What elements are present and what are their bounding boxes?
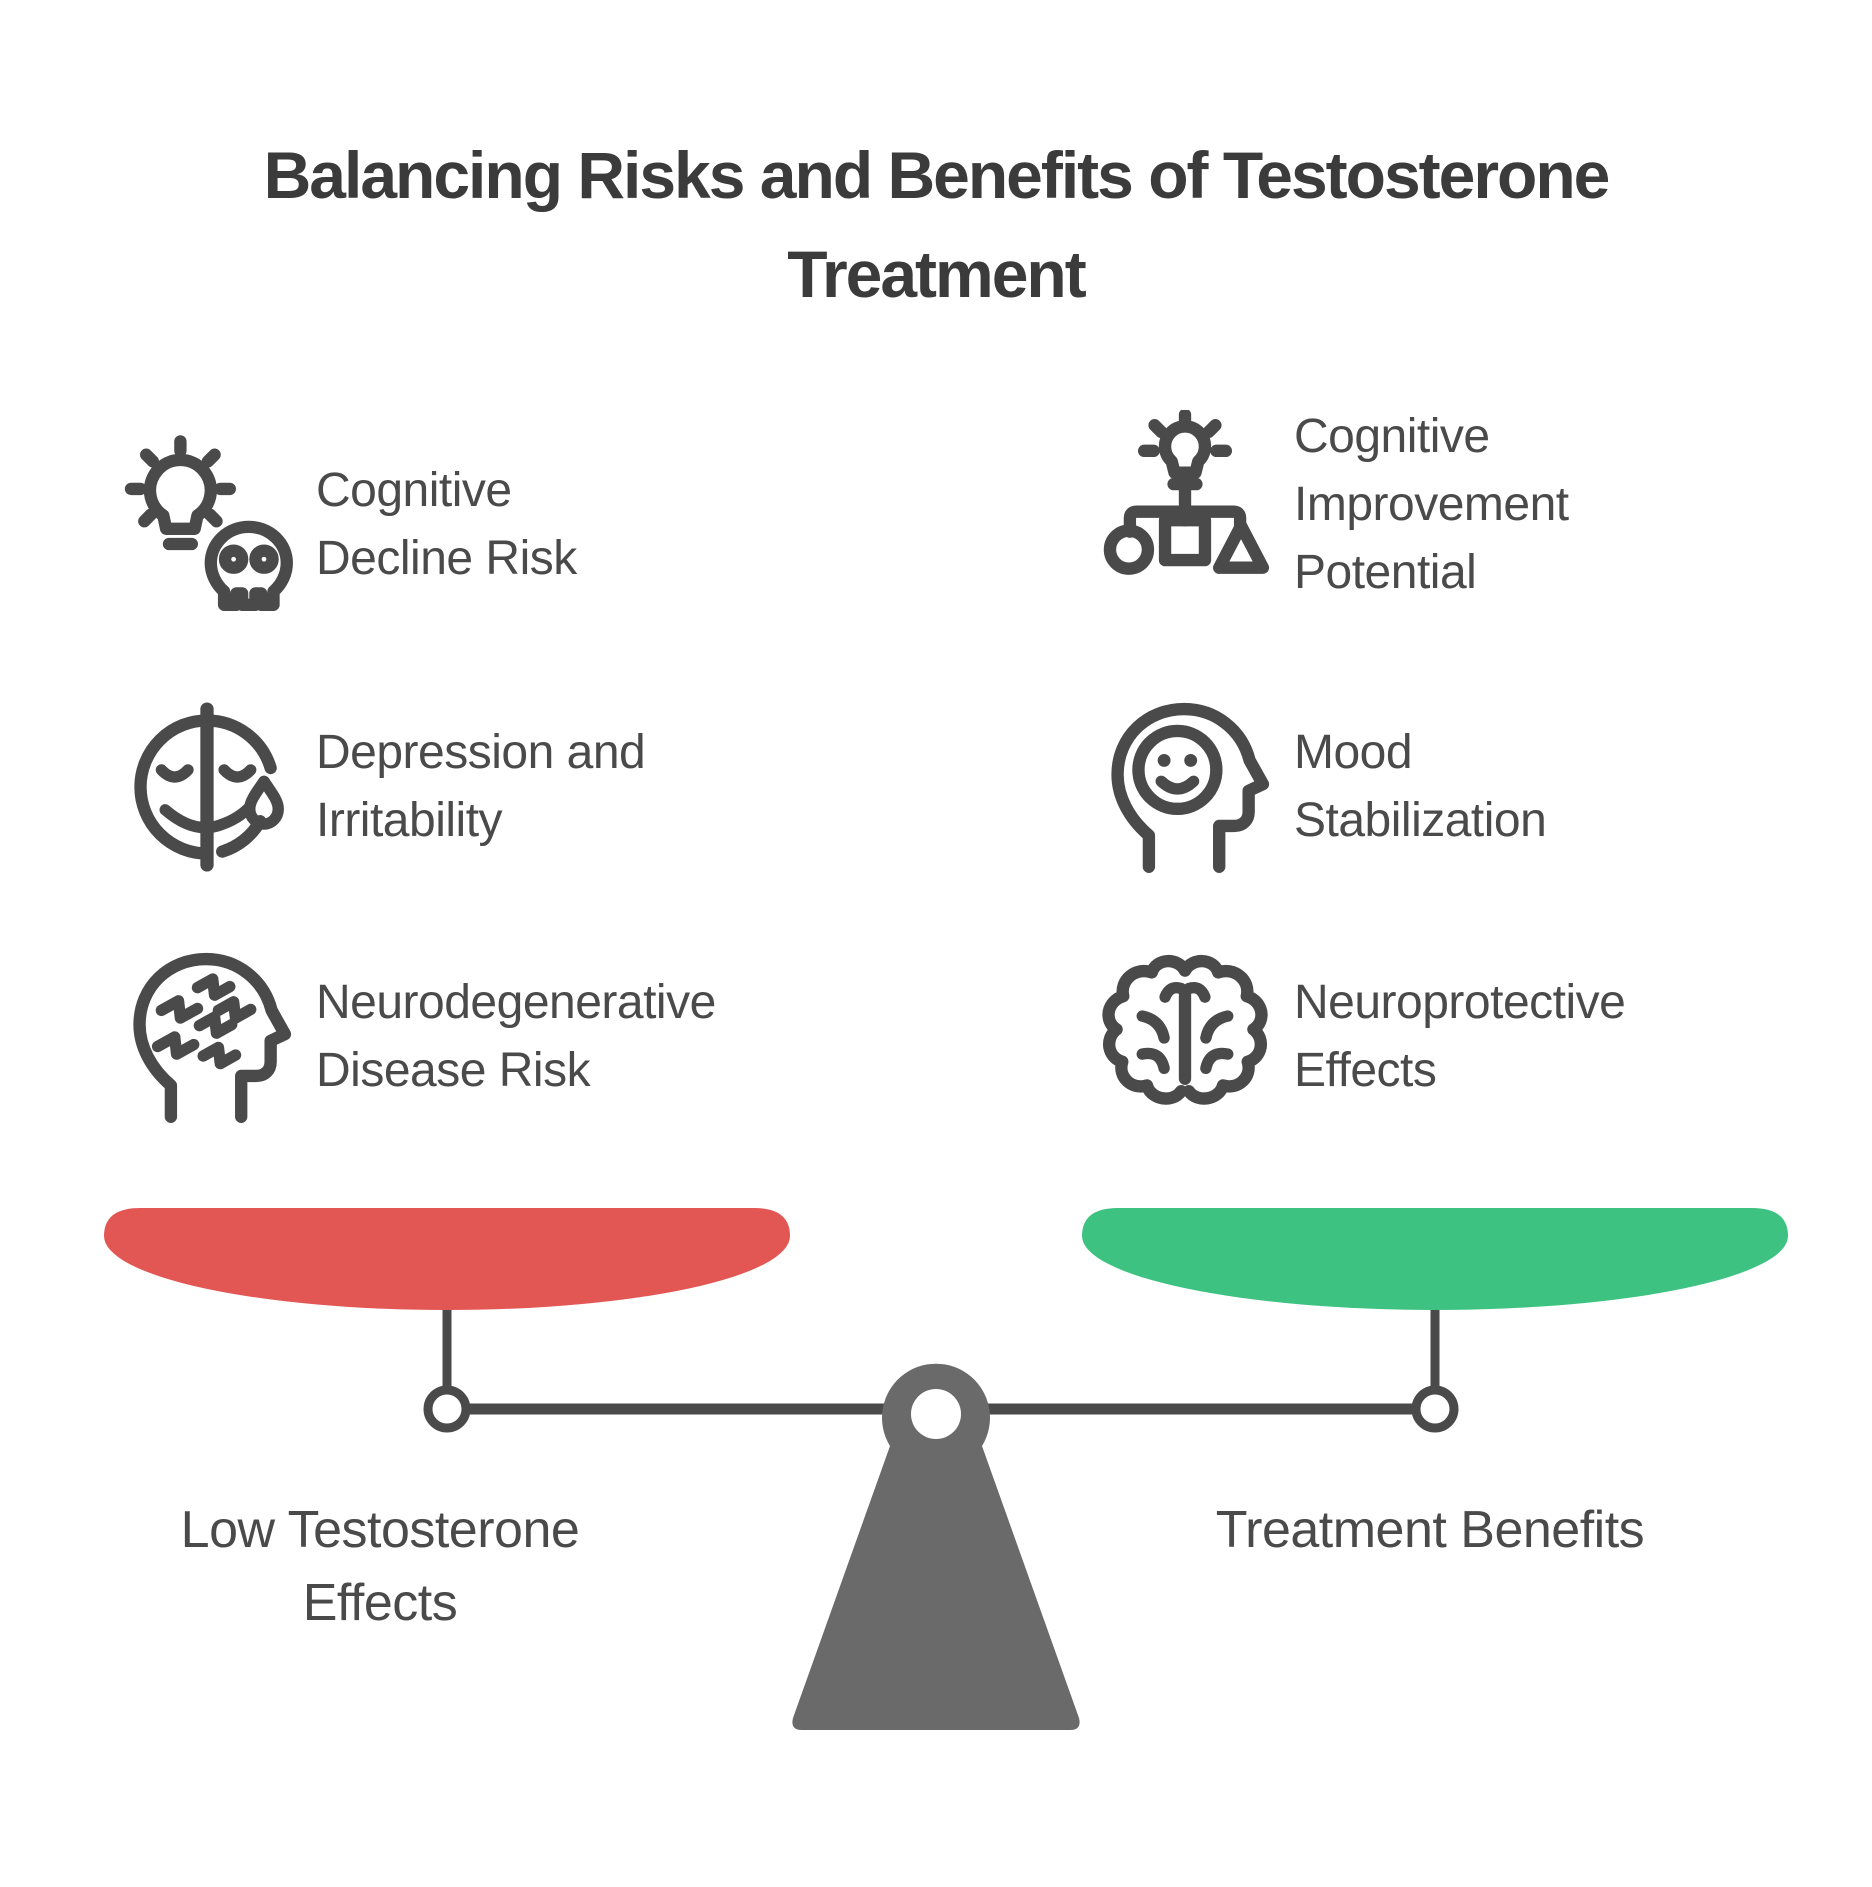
benefit-item-mood: Mood Stabilization xyxy=(1090,692,1547,882)
right-pan xyxy=(1082,1208,1788,1310)
head-smiley-icon xyxy=(1090,692,1280,882)
benefit-label: Cognitive Improvement Potential xyxy=(1294,409,1569,600)
lightbulb-shapes-icon xyxy=(1090,410,1280,600)
right-pan-label: Treatment Benefits xyxy=(1215,1501,1645,1559)
fulcrum-hole xyxy=(911,1389,961,1439)
head-zigzag-icon xyxy=(112,942,302,1132)
left-pan-stem xyxy=(442,1306,452,1390)
page-title: Balancing Risks and Benefits of Testoste… xyxy=(263,138,1611,311)
left-pivot-circle xyxy=(423,1385,471,1433)
benefit-item-cognitive-improvement: Cognitive Improvement Potential xyxy=(1090,400,1569,610)
risk-item-cognitive-decline: Cognitive Decline Risk xyxy=(112,430,577,620)
fulcrum xyxy=(792,1363,1080,1730)
risk-label: Neurodegenerative Disease Risk xyxy=(316,975,716,1097)
balance-scale xyxy=(104,1208,1788,1730)
right-pan-stem xyxy=(1430,1306,1440,1390)
left-pan xyxy=(104,1208,790,1310)
right-pivot-circle xyxy=(1411,1385,1459,1433)
benefit-label: Neuroprotective Effects xyxy=(1294,975,1626,1097)
left-pan-label: Low Testosterone Effects xyxy=(180,1501,580,1632)
benefit-label: Mood Stabilization xyxy=(1294,725,1547,847)
risk-item-neurodegenerative: Neurodegenerative Disease Risk xyxy=(112,942,716,1132)
brain-icon xyxy=(1090,942,1280,1132)
risk-label: Depression and Irritability xyxy=(316,725,646,847)
split-face-tear-icon xyxy=(112,692,302,882)
benefit-item-neuroprotective: Neuroprotective Effects xyxy=(1090,942,1626,1132)
risk-label: Cognitive Decline Risk xyxy=(316,463,577,585)
lightbulb-skull-icon xyxy=(112,430,302,620)
risk-item-depression: Depression and Irritability xyxy=(112,692,646,882)
